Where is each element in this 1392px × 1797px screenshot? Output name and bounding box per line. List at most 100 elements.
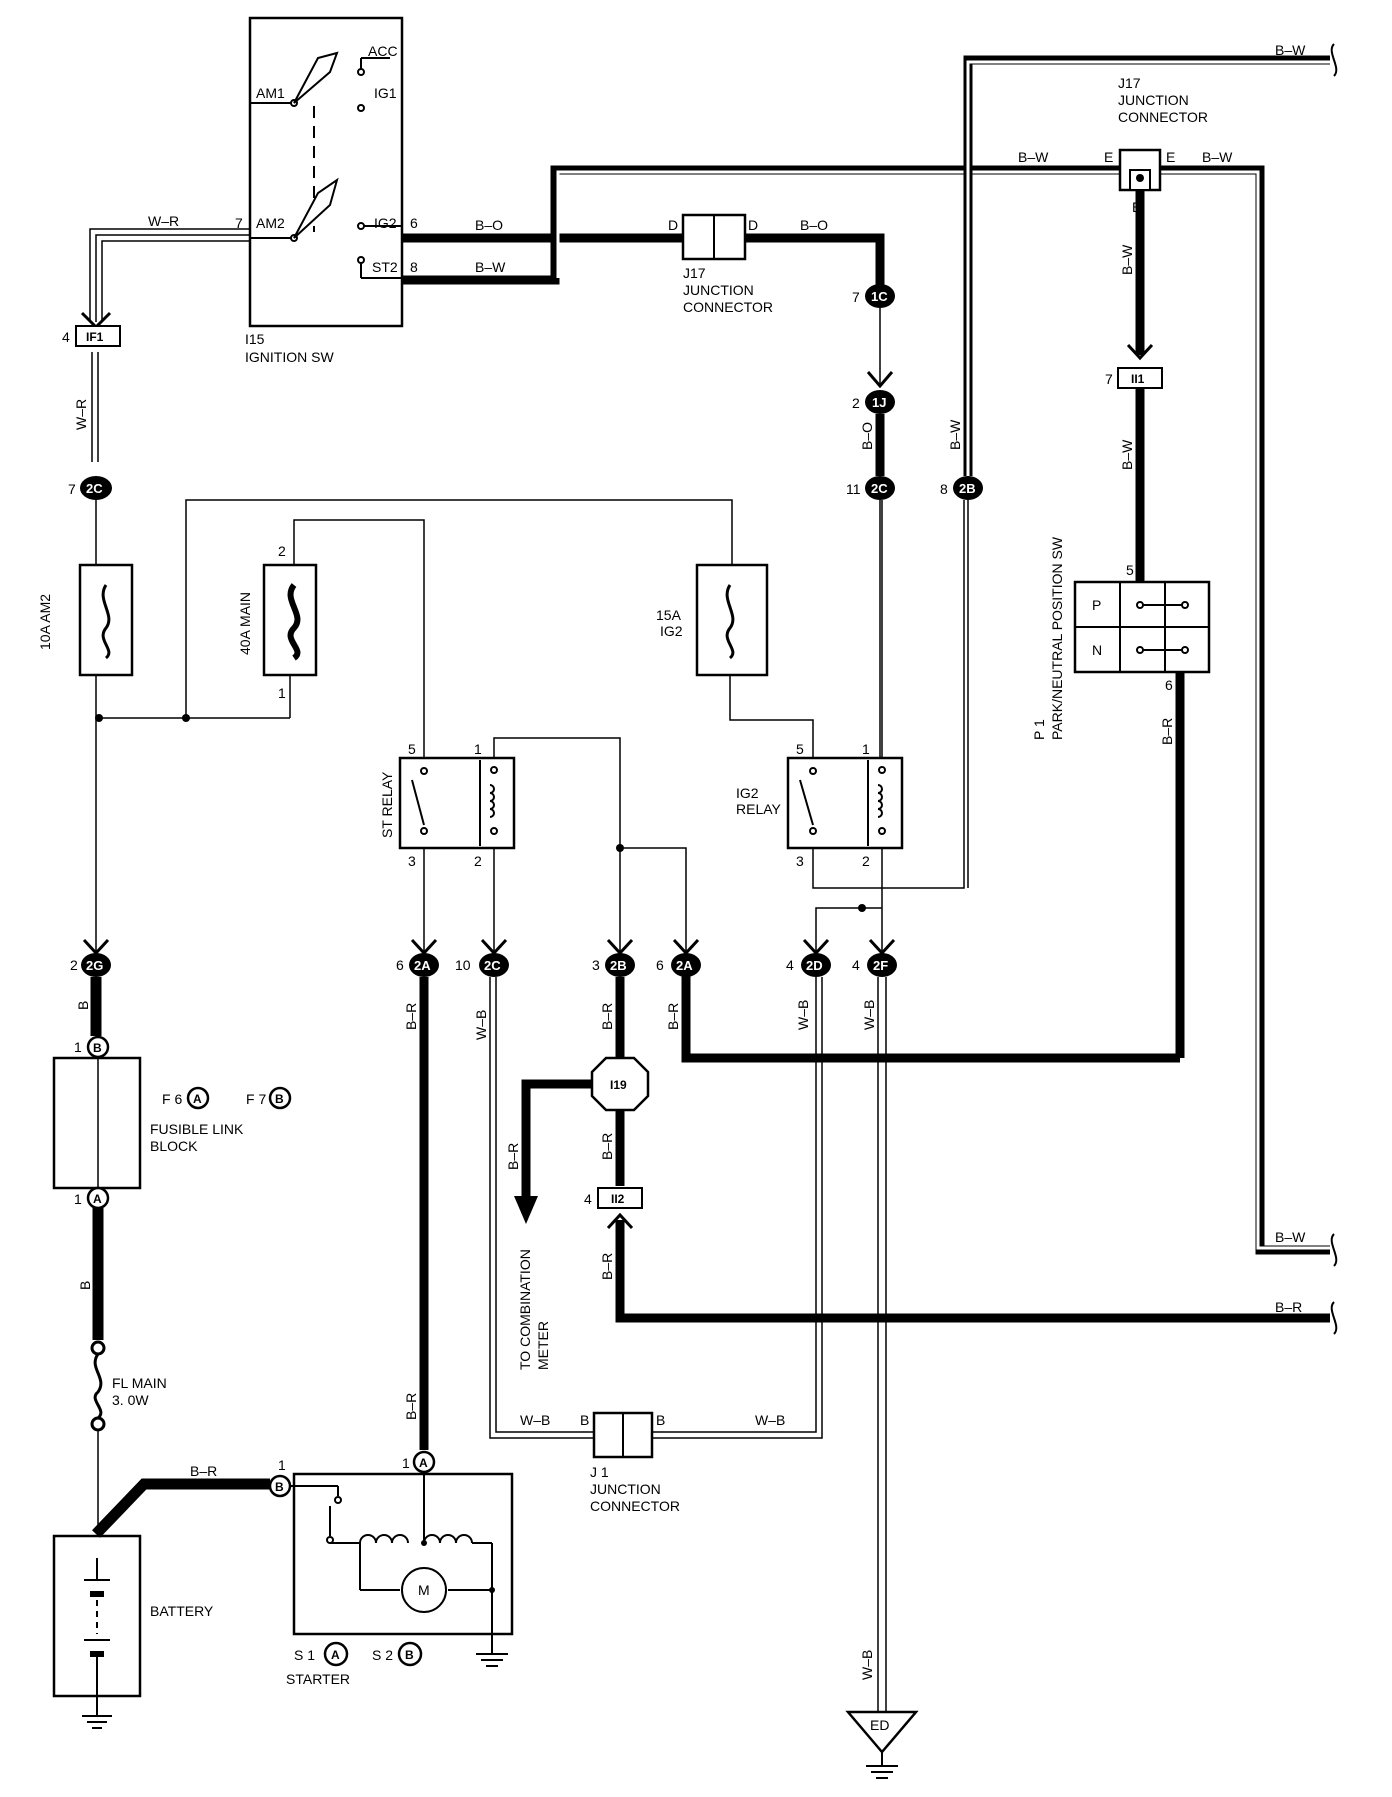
i19-code: I19: [610, 1078, 627, 1092]
park-pin-5: 5: [1126, 562, 1134, 578]
conn-2c-right-pin: 11: [846, 481, 861, 497]
fuse-am2-label: 10A AM2: [37, 594, 53, 650]
j1-pin-b-left: B: [580, 1412, 589, 1428]
ii1-pin: 7: [1105, 371, 1113, 387]
j17-mid-line1: JUNCTION: [683, 282, 754, 298]
fuse-main: [262, 563, 318, 677]
connector-row: [81, 938, 897, 977]
conn-2f-code: 2F: [873, 958, 888, 973]
park-contacts: [1136, 601, 1189, 654]
wire-to-2d: [815, 907, 882, 960]
conn-2f-pin: 4: [852, 957, 860, 973]
wire-w-b-label-2c: W–B: [473, 1010, 489, 1040]
ig2-relay-internals: [799, 760, 886, 846]
fusible-b-label: B: [93, 1041, 102, 1055]
ig2-relay-pin-1: 1: [862, 741, 870, 757]
wire-b-w-label-4: B–W: [1119, 439, 1135, 470]
wire-b-w-label-1: B–W: [475, 259, 506, 275]
conn-2g-code: 2G: [86, 958, 103, 973]
j17-top-pin-e-left: E: [1104, 149, 1113, 165]
ignition-switch: [248, 16, 404, 328]
conn-1c: [865, 284, 895, 308]
wire-b-o-label-2: B–O: [800, 217, 828, 233]
wire-b-r-2a-right: [681, 972, 1180, 1063]
fusible-f6-a: A: [193, 1092, 202, 1106]
fusible-link-block: [52, 1056, 142, 1190]
fl-main-label-2: 3. 0W: [112, 1392, 149, 1408]
starter-a-circle: [412, 1450, 436, 1474]
starter: [292, 1472, 514, 1636]
starter-motor-label: M: [418, 1582, 430, 1598]
wire-b-r-label-2a-right: B–R: [665, 1003, 681, 1030]
if1-pin: 4: [62, 329, 70, 345]
conn-2a-left-pin: 6: [396, 957, 404, 973]
st-relay-pin-2: 2: [474, 853, 482, 869]
fl-main-bottom: [90, 1416, 106, 1432]
wire-b-label-1: B: [75, 1001, 91, 1010]
j1-code: J 1: [590, 1464, 609, 1480]
wire-b-r-label-meter: B–R: [505, 1143, 521, 1170]
st-relay-pin-1: 1: [474, 741, 482, 757]
fuse-main-element: [287, 583, 301, 661]
wire-w-b-label-2f: W–B: [861, 1000, 877, 1030]
conn-2a-right-code: 2A: [676, 958, 693, 973]
starter-a-label: A: [419, 1456, 428, 1470]
wire-b-r-label-2a: B–R: [403, 1003, 419, 1030]
ii2-connector: [597, 1187, 643, 1209]
fuse-ig2-element: [725, 584, 735, 660]
park-n-label: N: [1092, 642, 1102, 658]
conn-1c-pin: 7: [852, 289, 860, 305]
st2-label: ST2: [372, 259, 398, 275]
park-sw-name: PARK/NEUTRAL POSITION SW: [1049, 536, 1065, 740]
conn-2c-am2-pin: 7: [68, 481, 76, 497]
park-p-label: P: [1092, 597, 1101, 613]
fuse-ig2-label-1: 15A: [656, 607, 682, 623]
fusible-f7-badge: [268, 1086, 292, 1110]
park-sw-code: P 1: [1031, 719, 1047, 740]
fusible-a-label: A: [93, 1192, 102, 1206]
to-meter-line2: METER: [535, 1321, 551, 1370]
starter-s2-b: B: [405, 1648, 414, 1662]
conn-1j-arrow: [866, 371, 894, 389]
starter-s1: S 1: [294, 1647, 315, 1663]
wire-w-r: [89, 228, 250, 462]
conn-2c-am2: [80, 476, 112, 500]
fuse-am2: [78, 563, 134, 677]
conn-2c-mid-code: 2C: [484, 958, 501, 973]
st-relay-label: ST RELAY: [379, 771, 395, 838]
ignition-sw-name: IGNITION SW: [245, 349, 334, 365]
wire-b-w-top-inner: [966, 60, 1330, 476]
battery-label: BATTERY: [150, 1603, 214, 1619]
wire-b-o-label-1: B–O: [475, 217, 503, 233]
ignition-switch-internals: [250, 51, 402, 279]
conn-2d-pin: 4: [786, 957, 794, 973]
ii1-code: II1: [1131, 372, 1145, 386]
wire-to-2a-r: [620, 847, 687, 960]
j17-top-pin-e-right: E: [1166, 149, 1175, 165]
st-relay-internals: [411, 760, 498, 846]
wire-w-b-label-2d: W–B: [795, 1000, 811, 1030]
starter-s1-a: A: [331, 1648, 340, 1662]
wire-2f-ground: [877, 977, 887, 1712]
pin-7-ig: 7: [235, 215, 243, 231]
wire-b-w-label-2b: B–W: [947, 419, 963, 450]
starter-ground-icon: [476, 1590, 508, 1667]
ground-ed: [845, 1710, 919, 1754]
j17-mid-pin-d-right: D: [748, 217, 758, 233]
wire-w-b-label-ground: W–B: [859, 1650, 875, 1680]
starter-s2-badge: [397, 1641, 423, 1667]
fusible-label-1: FUSIBLE LINK: [150, 1121, 244, 1137]
battery-cells: [84, 1558, 110, 1700]
starter-s1-badge: [323, 1641, 349, 1667]
starter-node: [421, 1540, 427, 1546]
conn-1j: [865, 390, 895, 414]
wire-b-r-label-2b: B–R: [599, 1003, 615, 1030]
conn-2d-code: 2D: [806, 958, 823, 973]
fl-main-label-1: FL MAIN: [112, 1375, 167, 1391]
wire-ii2-b-r: [615, 1220, 1330, 1323]
ii2-arrow: [606, 1212, 634, 1230]
wire-b-w-ig2: [402, 165, 1330, 1255]
fusible-f7: F 7: [246, 1091, 266, 1107]
wire-w-b-label-j1-left: W–B: [520, 1412, 550, 1428]
